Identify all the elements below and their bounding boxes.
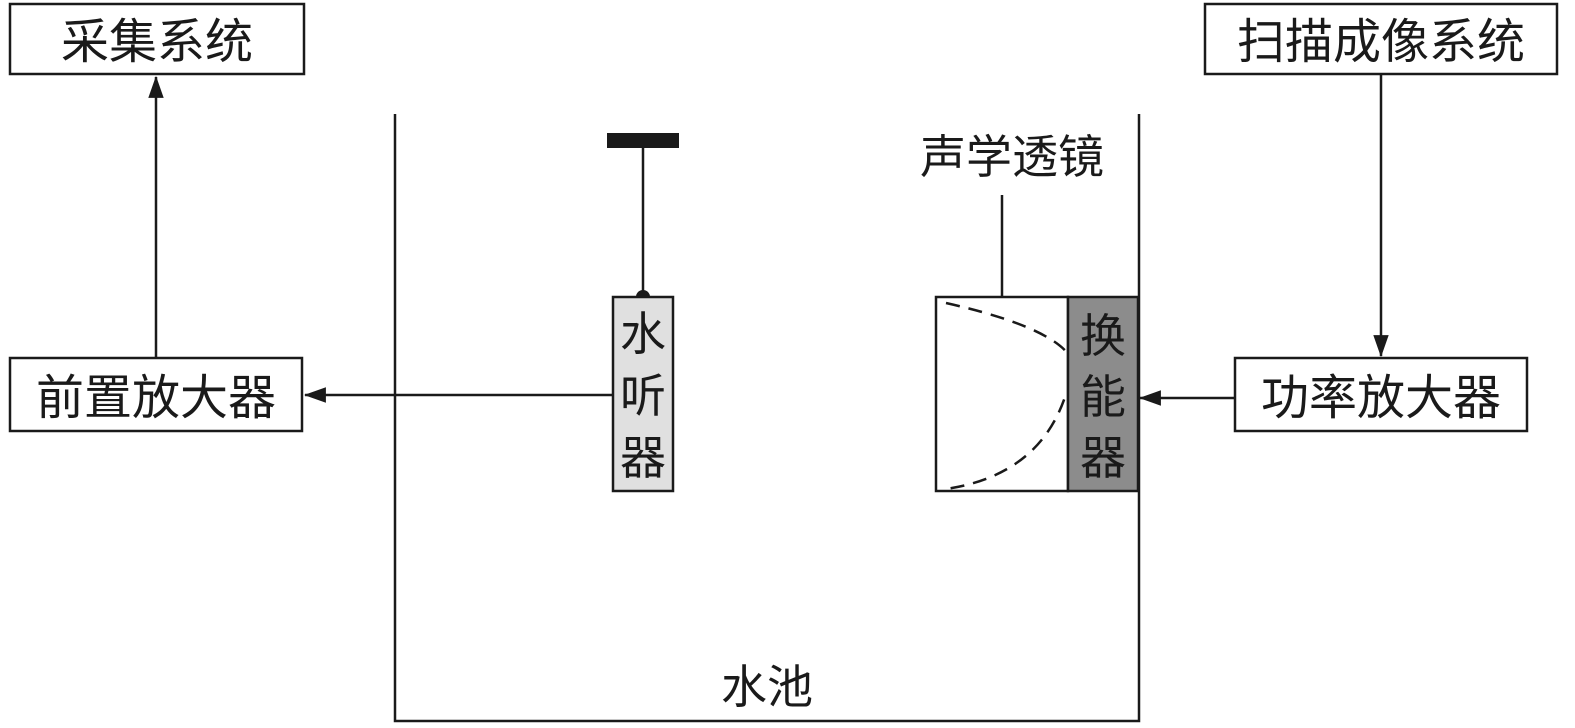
hydrophone-char-1: 水 <box>620 307 666 361</box>
transducer: 换 能 器 <box>1066 295 1140 493</box>
transducer-char-1: 换 <box>1080 309 1126 363</box>
transducer-char-3: 器 <box>1080 431 1126 485</box>
scanning-imaging-system-box: 扫描成像系统 <box>1203 2 1559 76</box>
preamplifier-label: 前置放大器 <box>36 370 276 426</box>
hydrophone: 水 听 器 <box>611 295 675 493</box>
preamplifier-box: 前置放大器 <box>8 356 304 433</box>
power-amplifier-label: 功率放大器 <box>1261 370 1501 426</box>
water-tank-label: 水池 <box>721 660 813 714</box>
transducer-char-2: 能 <box>1080 370 1126 424</box>
acquisition-system-box: 采集系统 <box>8 2 306 76</box>
acoustic-lens-curve <box>945 301 1077 491</box>
acquisition-system-label: 采集系统 <box>61 14 253 70</box>
power-amplifier-box: 功率放大器 <box>1233 356 1529 433</box>
acoustic-lens <box>934 295 1077 493</box>
scanning-imaging-system-label: 扫描成像系统 <box>1237 14 1525 70</box>
hydrophone-mount <box>607 133 679 148</box>
hydrophone-char-2: 听 <box>620 369 666 423</box>
hydrophone-char-3: 器 <box>620 431 666 485</box>
acoustic-lens-label: 声学透镜 <box>920 130 1104 184</box>
